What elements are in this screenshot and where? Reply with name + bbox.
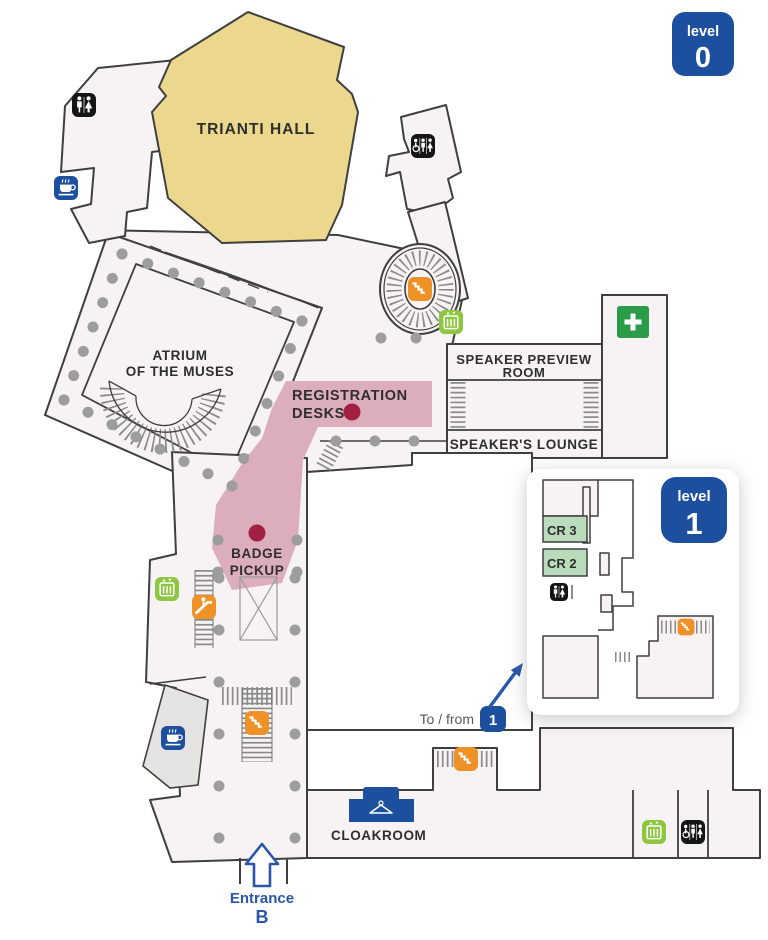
entrance-label: Entrance xyxy=(230,890,294,907)
trianti-hall-label: TRIANTI HALL xyxy=(197,121,316,138)
stair-hatches xyxy=(195,382,599,767)
atrium-label-2: OF THE MUSES xyxy=(126,364,234,379)
trianti-hall xyxy=(151,11,359,244)
badge-pickup-label-1: BADGE xyxy=(231,546,283,561)
to-from-label: To / from xyxy=(420,711,474,727)
stairs-icon xyxy=(406,275,434,303)
room-cr2 xyxy=(542,548,588,577)
registration-marker: REGISTRATION DESKS xyxy=(292,388,408,422)
level1-mini-plan xyxy=(542,479,714,699)
atrium-columns xyxy=(58,248,128,406)
registration-walkway xyxy=(212,381,432,590)
speaker-preview-label-1: SPEAKER PREVIEW xyxy=(456,352,592,367)
badge-pickup-dot xyxy=(248,524,266,542)
elevator-icon xyxy=(641,819,667,845)
coffee-icon xyxy=(53,175,79,201)
first-aid-icon xyxy=(617,306,649,338)
atrium-columns xyxy=(58,394,238,492)
level1-badge-number: 1 xyxy=(685,506,702,541)
west-wing-columns xyxy=(213,572,225,844)
entrance-arrow-icon xyxy=(244,842,280,888)
to-from-level-number: 1 xyxy=(489,712,497,729)
entrance-b: Entrance B xyxy=(230,842,294,927)
badge-area-columns xyxy=(212,534,303,546)
atrium-columns xyxy=(116,248,308,327)
restroom-icon xyxy=(71,92,97,118)
badge-pickup-marker: BADGE PICKUP xyxy=(230,524,285,578)
accessible-restroom-icon xyxy=(680,819,706,845)
room-cr2-label: CR 2 xyxy=(547,556,577,571)
speaker-preview-label-2: ROOM xyxy=(503,365,546,380)
elevator-icon xyxy=(154,576,180,602)
hanger-icon xyxy=(369,800,393,814)
atrium-label-1: ATRIUM xyxy=(152,348,207,363)
stairs-icon xyxy=(676,617,696,637)
to-from-level1: To / from 1 xyxy=(420,663,523,732)
level1-badge-label: level xyxy=(677,488,710,505)
level0-badge[interactable]: level 0 xyxy=(672,12,734,76)
central-hall xyxy=(306,452,533,731)
level0-badge-number: 0 xyxy=(695,42,711,74)
cloakroom-counter xyxy=(349,787,414,822)
corridor-columns xyxy=(330,435,420,447)
stairs-icon xyxy=(243,709,271,737)
coffee-icon xyxy=(160,725,186,751)
to-from-level-badge xyxy=(480,706,506,732)
west-wing-columns xyxy=(289,572,301,844)
interior-walls xyxy=(149,245,709,884)
level0-badge-label: level xyxy=(687,24,719,40)
room-cr3-label: CR 3 xyxy=(547,523,577,538)
registration-label-1: REGISTRATION xyxy=(292,388,408,404)
escalator-icon xyxy=(190,593,218,621)
room-cr3 xyxy=(542,515,588,543)
atrium-curved-stairs xyxy=(99,380,226,454)
badge-pickup-label-2: PICKUP xyxy=(230,563,285,578)
registration-dot xyxy=(343,403,361,421)
registration-label-2: DESKS xyxy=(292,406,345,422)
restroom-icon xyxy=(549,582,569,602)
northeast-annex xyxy=(385,104,462,215)
entrance-letter: B xyxy=(256,907,269,927)
cloakroom-label: CLOAKROOM xyxy=(331,828,426,843)
elevator-icon xyxy=(438,309,464,335)
level1-badge[interactable]: level 1 xyxy=(661,477,727,543)
skylight-void xyxy=(239,576,278,641)
stairs-icon xyxy=(452,745,480,773)
speakers-lounge-label: SPEAKER'S LOUNGE xyxy=(450,437,599,452)
spiral-columns xyxy=(375,332,422,344)
to-from-arrow xyxy=(487,663,523,710)
level1-inset-card[interactable]: CR 3 CR 2 level 1 xyxy=(527,469,739,715)
accessible-restroom-icon xyxy=(410,133,436,159)
